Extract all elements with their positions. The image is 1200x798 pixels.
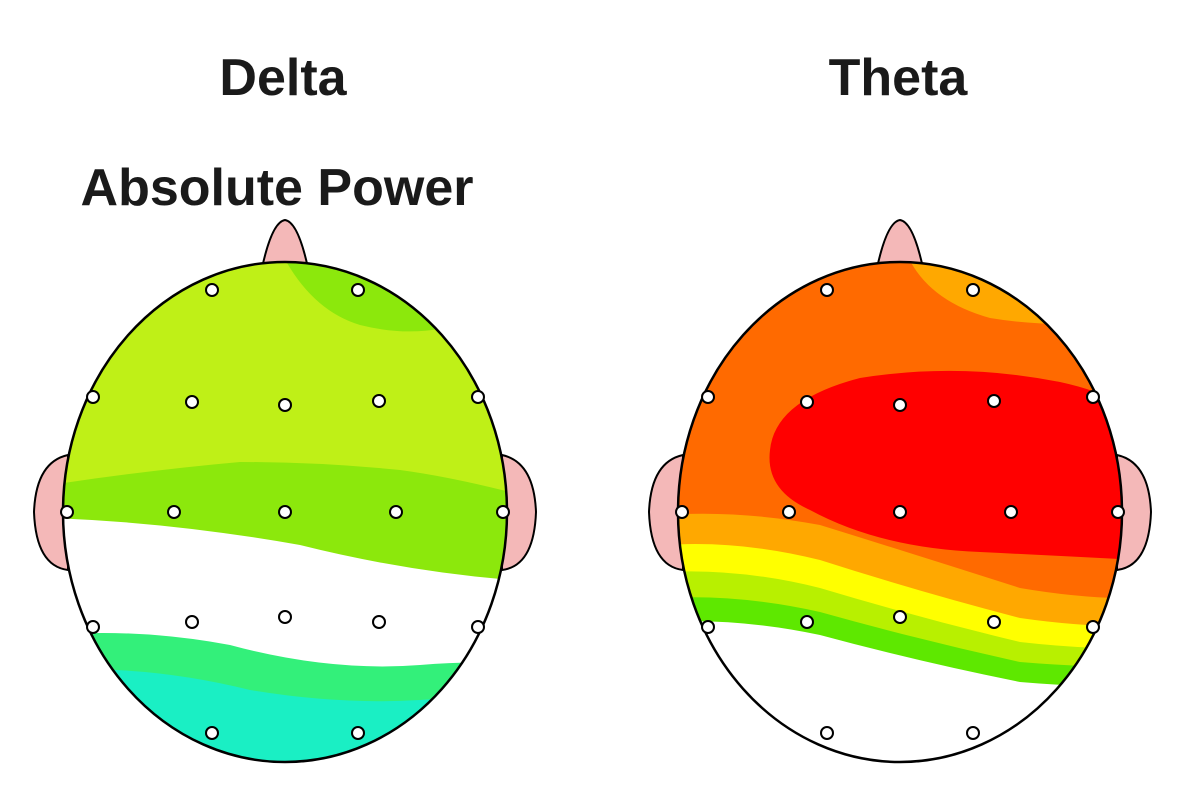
delta-electrode-10 — [278, 505, 292, 519]
delta-electrode-8 — [60, 505, 74, 519]
theta-left-ear — [647, 453, 684, 572]
delta-electrode-3 — [86, 390, 100, 404]
theta-electrode-12 — [1111, 505, 1125, 519]
theta-electrode-11 — [1004, 505, 1018, 519]
theta-electrode-5 — [893, 398, 907, 412]
theta-electrode-3 — [701, 390, 715, 404]
delta-head — [32, 218, 538, 764]
delta-right-ear — [501, 453, 538, 572]
theta-electrode-10 — [893, 505, 907, 519]
delta-title: Delta — [219, 49, 347, 107]
delta-electrode-14 — [185, 615, 199, 629]
theta-electrode-18 — [820, 726, 834, 740]
theta-electrode-17 — [1086, 620, 1100, 634]
theta-right-ear — [1116, 453, 1153, 572]
theta-electrode-6 — [987, 394, 1001, 408]
delta-electrodes — [60, 283, 510, 740]
delta-electrode-4 — [185, 395, 199, 409]
theta-electrode-19 — [966, 726, 980, 740]
delta-electrode-13 — [86, 620, 100, 634]
theta-head — [647, 218, 1153, 764]
delta-band-6 — [63, 669, 507, 762]
delta-electrode-2 — [351, 283, 365, 297]
delta-electrode-5 — [278, 398, 292, 412]
theta-electrode-7 — [1086, 390, 1100, 404]
theta-electrode-9 — [782, 505, 796, 519]
delta-nose — [260, 218, 310, 269]
delta-electrode-1 — [205, 283, 219, 297]
theta-electrodes — [675, 283, 1125, 740]
delta-power-map — [63, 262, 507, 762]
theta-electrode-13 — [701, 620, 715, 634]
delta-electrode-16 — [372, 615, 386, 629]
delta-electrode-7 — [471, 390, 485, 404]
theta-electrode-8 — [675, 505, 689, 519]
theta-power-map — [678, 262, 1122, 762]
delta-electrode-6 — [372, 394, 386, 408]
theta-electrode-1 — [820, 283, 834, 297]
delta-electrode-17 — [471, 620, 485, 634]
theta-nose — [875, 218, 925, 269]
theta-electrode-14 — [800, 615, 814, 629]
absolute-power-label: Absolute Power — [80, 159, 474, 217]
delta-left-ear — [32, 453, 69, 572]
theta-electrode-2 — [966, 283, 980, 297]
delta-electrode-15 — [278, 610, 292, 624]
theta-electrode-15 — [893, 610, 907, 624]
delta-electrode-11 — [389, 505, 403, 519]
delta-electrode-19 — [351, 726, 365, 740]
theta-electrode-4 — [800, 395, 814, 409]
theta-title: Theta — [828, 49, 968, 107]
theta-band-3 — [769, 370, 1122, 560]
delta-electrode-18 — [205, 726, 219, 740]
delta-electrode-9 — [167, 505, 181, 519]
theta-electrode-16 — [987, 615, 1001, 629]
delta-electrode-12 — [496, 505, 510, 519]
